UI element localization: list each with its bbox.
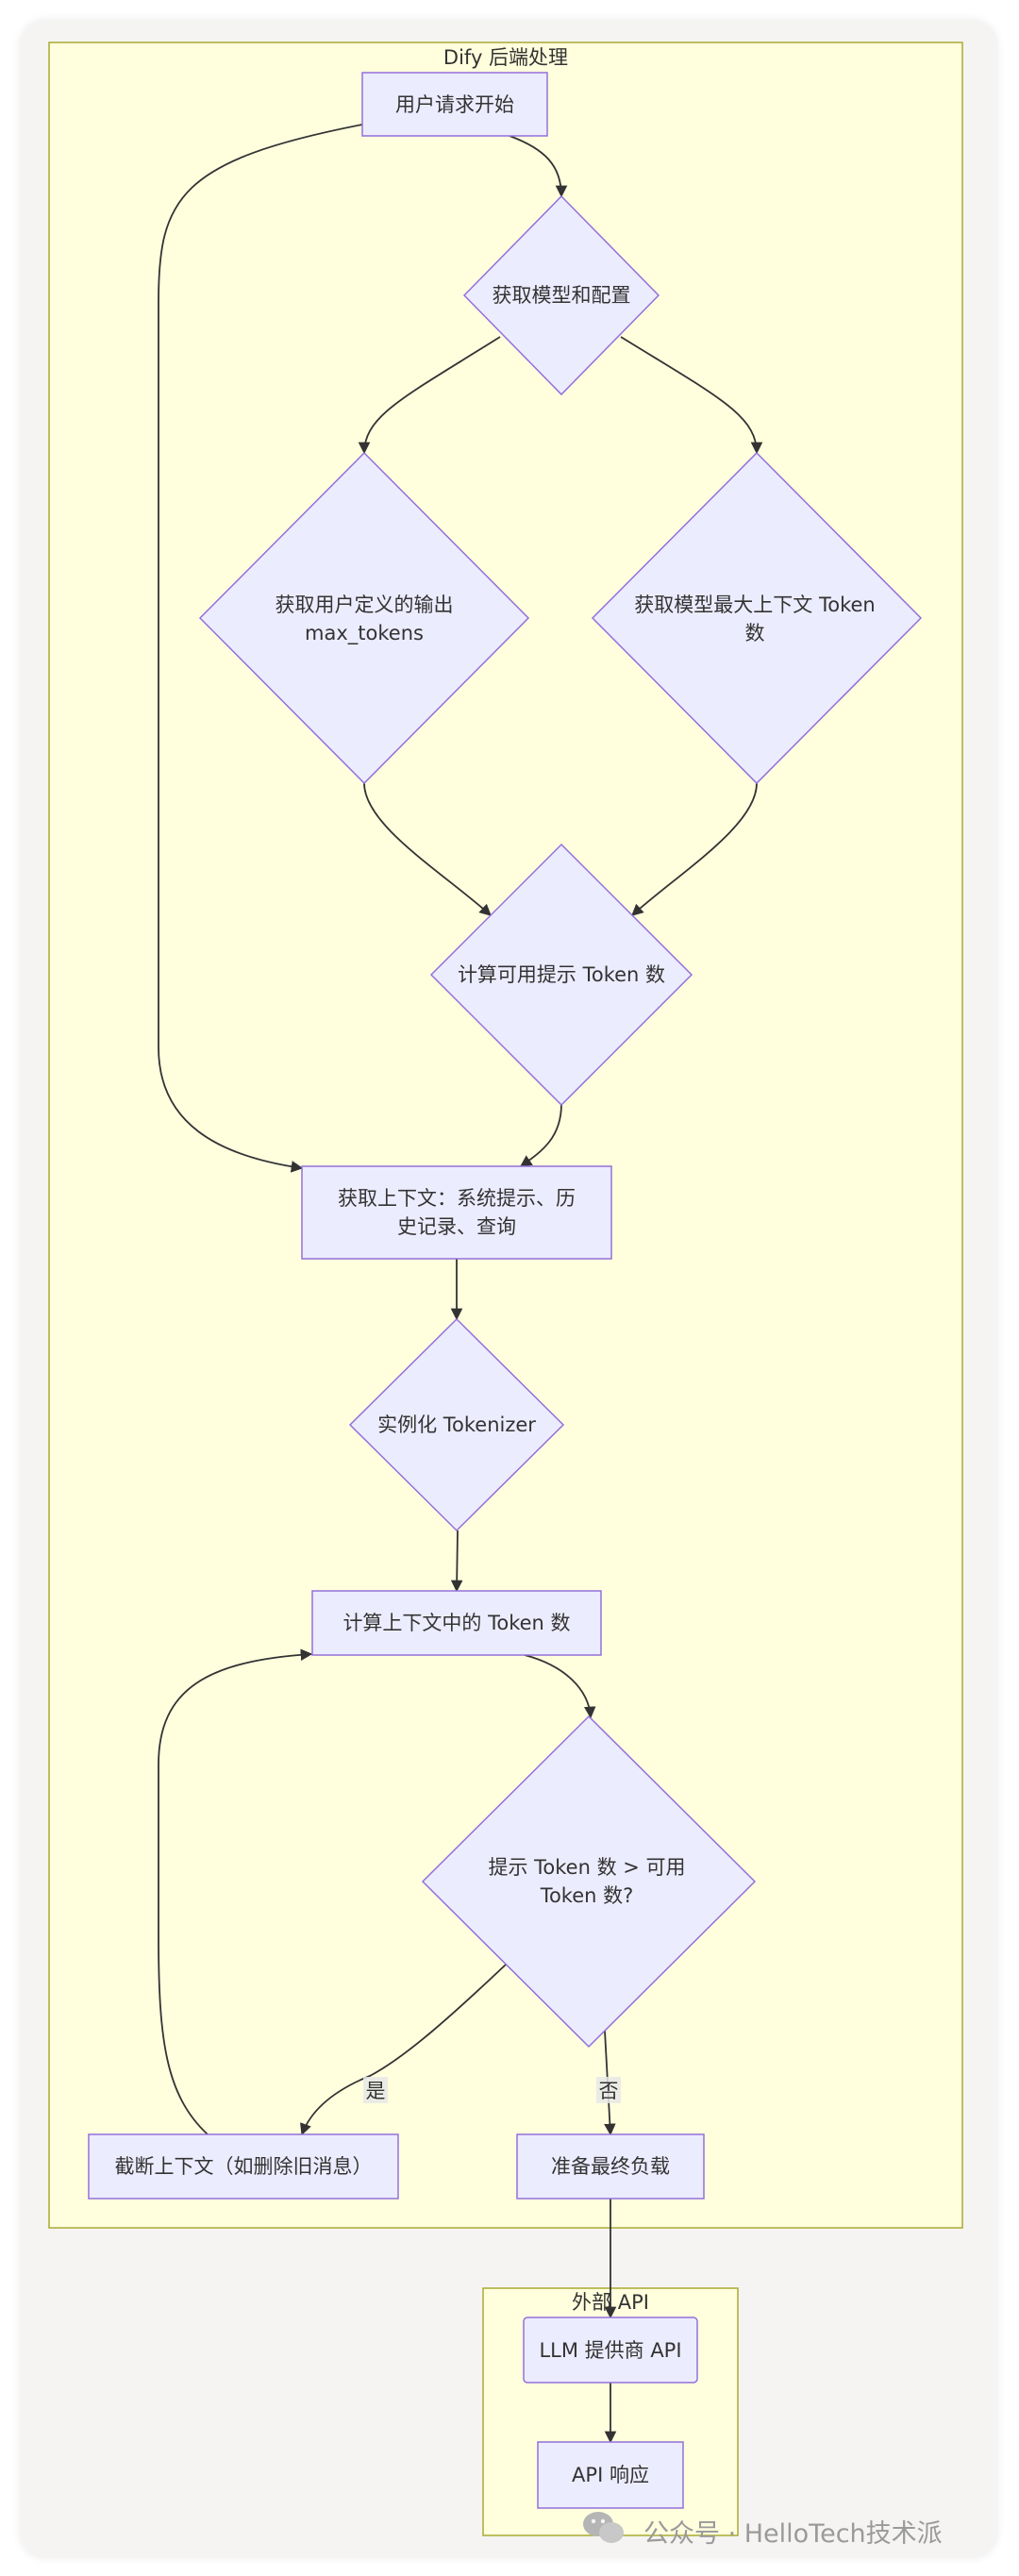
edge-start-to-model	[509, 135, 568, 198]
svg-text:计算上下文中的 Token 数: 计算上下文中的 Token 数	[342, 1612, 570, 1634]
watermark: 公众号 · HelloTech技术派	[583, 2512, 943, 2549]
node-get-model-config: 获取模型和配置	[462, 194, 660, 396]
svg-text:Token 数?: Token 数?	[540, 1884, 634, 1907]
svg-text:数: 数	[745, 622, 765, 644]
svg-text:计算可用提示 Token 数: 计算可用提示 Token 数	[458, 963, 665, 986]
svg-text:提示 Token 数 > 可用: 提示 Token 数 > 可用	[488, 1856, 685, 1879]
edge-truncate-to-count	[158, 1648, 313, 2135]
edge-tokenizer-to-count	[450, 1530, 463, 1593]
node-get-context: 获取上下文：系统提示、历 史记录、查询	[301, 1165, 612, 1260]
node-get-max-tokens: 获取用户定义的输出 max_tokens	[198, 451, 530, 785]
edge-start-to-context	[158, 124, 363, 1173]
svg-text:获取模型最大上下文 Token: 获取模型最大上下文 Token	[634, 594, 875, 616]
svg-text:用户请求开始: 用户请求开始	[395, 93, 514, 116]
svg-text:LLM 提供商 API: LLM 提供商 API	[539, 2339, 681, 2362]
edge-calc-to-context	[519, 1103, 562, 1167]
wechat-icon	[583, 2512, 624, 2543]
edge-maxtokens-to-calc	[363, 782, 492, 916]
node-truncate: 截断上下文（如删除旧消息）	[88, 2133, 399, 2200]
node-api-response: API 响应	[537, 2441, 684, 2509]
svg-text:准备最终负载: 准备最终负载	[551, 2155, 670, 2178]
edges	[158, 124, 763, 2444]
svg-text:是: 是	[366, 2080, 386, 2102]
edge-contextsize-to-calc	[631, 782, 758, 916]
node-check-tokens: 提示 Token 数 > 可用 Token 数?	[421, 1715, 757, 2049]
node-get-context-size: 获取模型最大上下文 Token 数	[591, 451, 923, 785]
edge-model-to-contextsize	[620, 336, 763, 455]
svg-text:史记录、查询: 史记录、查询	[397, 1215, 516, 1238]
edge-label-no: 否	[596, 2077, 621, 2103]
edge-count-to-check	[524, 1654, 596, 1719]
edge-label-yes: 是	[363, 2077, 388, 2103]
svg-text:否: 否	[599, 2080, 619, 2102]
node-count-tokens: 计算上下文中的 Token 数	[311, 1590, 602, 1656]
edge-model-to-maxtokens	[358, 336, 501, 455]
svg-text:获取模型和配置: 获取模型和配置	[493, 284, 631, 307]
node-user-request: 用户请求开始	[361, 72, 548, 137]
node-prepare-payload: 准备最终负载	[516, 2133, 705, 2200]
backend-cluster-title: Dify 后端处理	[443, 46, 568, 69]
svg-text:获取上下文：系统提示、历: 获取上下文：系统提示、历	[338, 1187, 576, 1210]
svg-text:API 响应: API 响应	[572, 2464, 649, 2486]
svg-text:获取用户定义的输出: 获取用户定义的输出	[276, 594, 454, 616]
node-llm-provider: LLM 提供商 API	[523, 2317, 698, 2384]
edge-check-to-truncate	[300, 1964, 507, 2136]
node-calc-prompt-tokens: 计算可用提示 Token 数	[429, 843, 693, 1107]
svg-text:max_tokens: max_tokens	[305, 622, 424, 645]
watermark-text: 公众号 · HelloTech技术派	[643, 2519, 943, 2549]
svg-text:实例化 Tokenizer: 实例化 Tokenizer	[377, 1413, 536, 1436]
svg-text:截断上下文（如删除旧消息）: 截断上下文（如删除旧消息）	[115, 2155, 373, 2178]
node-init-tokenizer: 实例化 Tokenizer	[348, 1317, 565, 1532]
